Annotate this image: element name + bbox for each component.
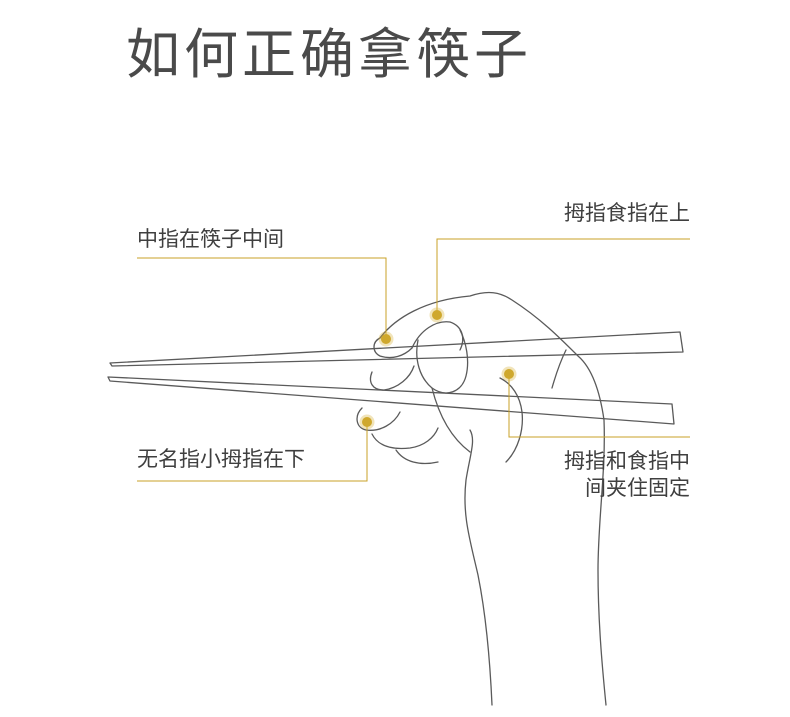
callout-thumb-index-hold: 拇指和食指中 间夹住固定 (564, 448, 690, 503)
callout-middle-finger: 中指在筷子中间 (137, 227, 284, 251)
callout-ring-little-bottom: 无名指小拇指在下 (137, 447, 305, 471)
page-title: 如何正确拿筷子 (126, 23, 532, 86)
wrist-inner (464, 429, 493, 706)
leader-middle (137, 257, 387, 338)
index-finger (373, 337, 413, 359)
little-finger (395, 449, 439, 465)
callout-hold-line1: 拇指和食指中 (564, 449, 690, 473)
leader-hold (508, 374, 690, 438)
leader-thumb (436, 238, 690, 314)
callout-thumb-index-top: 拇指食指在上 (564, 201, 690, 225)
lower-chopstick (107, 376, 675, 425)
thumb (416, 329, 469, 394)
hand-outline (379, 291, 607, 706)
leader-ring (137, 422, 368, 482)
callout-hold-line2: 间夹住固定 (585, 476, 690, 501)
ring-finger (356, 407, 401, 431)
upper-chopstick (109, 331, 684, 367)
middle-finger (369, 365, 415, 391)
